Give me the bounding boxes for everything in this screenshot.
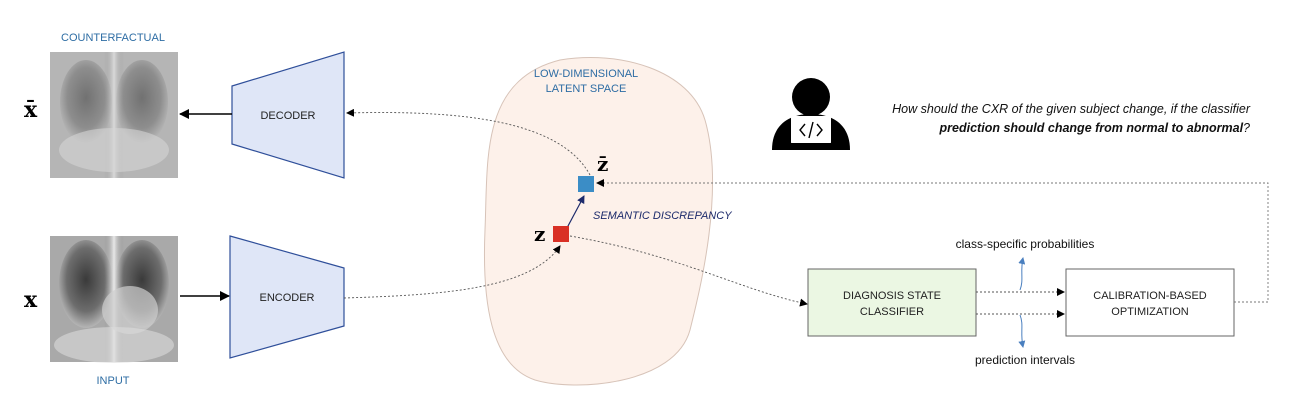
calibration-label-line1: CALIBRATION-BASED xyxy=(1093,290,1207,302)
zbar-to-decoder-arrow xyxy=(346,108,591,176)
classifier-label-line2: CLASSIFIER xyxy=(860,306,924,318)
semantic-discrepancy-arrow xyxy=(561,195,585,235)
z-point xyxy=(553,226,569,242)
x-symbol: x xyxy=(24,287,38,313)
input-label: INPUT xyxy=(97,375,130,387)
encoder-to-z-arrow xyxy=(343,245,561,299)
z-to-classifier-arrow xyxy=(569,235,808,307)
user-with-laptop-code-icon xyxy=(772,78,850,150)
z-bar-point xyxy=(578,176,594,192)
prediction-intervals-label: prediction intervals xyxy=(975,353,1075,367)
x-bar-symbol: x̄ xyxy=(24,97,38,123)
question-end: ? xyxy=(1243,121,1250,135)
calibration-box xyxy=(1065,268,1235,337)
latent-space-region xyxy=(483,57,714,386)
question-bold: prediction should change from normal to … xyxy=(939,121,1244,135)
question-text: How should the CXR of the given subject … xyxy=(835,100,1250,138)
encoder-block xyxy=(229,235,345,359)
z-symbol: z xyxy=(534,222,545,246)
decoder-label: DECODER xyxy=(260,110,315,122)
question-part1: How should the CXR of the given subject … xyxy=(892,102,1250,116)
z-bar-symbol: z̄ xyxy=(597,152,608,176)
latent-space-title-line1: LOW-DIMENSIONAL xyxy=(534,68,638,80)
class-probabilities-label: class-specific probabilities xyxy=(956,237,1095,251)
decoder-block xyxy=(231,51,345,179)
counterfactual-label: COUNTERFACTUAL xyxy=(61,32,165,44)
calibration-to-zbar-arrow xyxy=(596,179,1269,303)
semantic-discrepancy-label: SEMANTIC DISCREPANCY xyxy=(593,210,732,222)
class-prob-arrow xyxy=(1018,257,1026,291)
counterfactual-xray-image xyxy=(50,52,178,178)
classifier-box xyxy=(807,268,977,337)
pred-int-arrow xyxy=(1018,314,1026,348)
classifier-label-line1: DIAGNOSIS STATE xyxy=(843,290,941,302)
input-xray-image xyxy=(50,236,178,363)
calibration-label-line2: OPTIMIZATION xyxy=(1111,306,1188,318)
latent-space-title-line2: LATENT SPACE xyxy=(546,83,627,95)
encoder-label: ENCODER xyxy=(259,292,314,304)
